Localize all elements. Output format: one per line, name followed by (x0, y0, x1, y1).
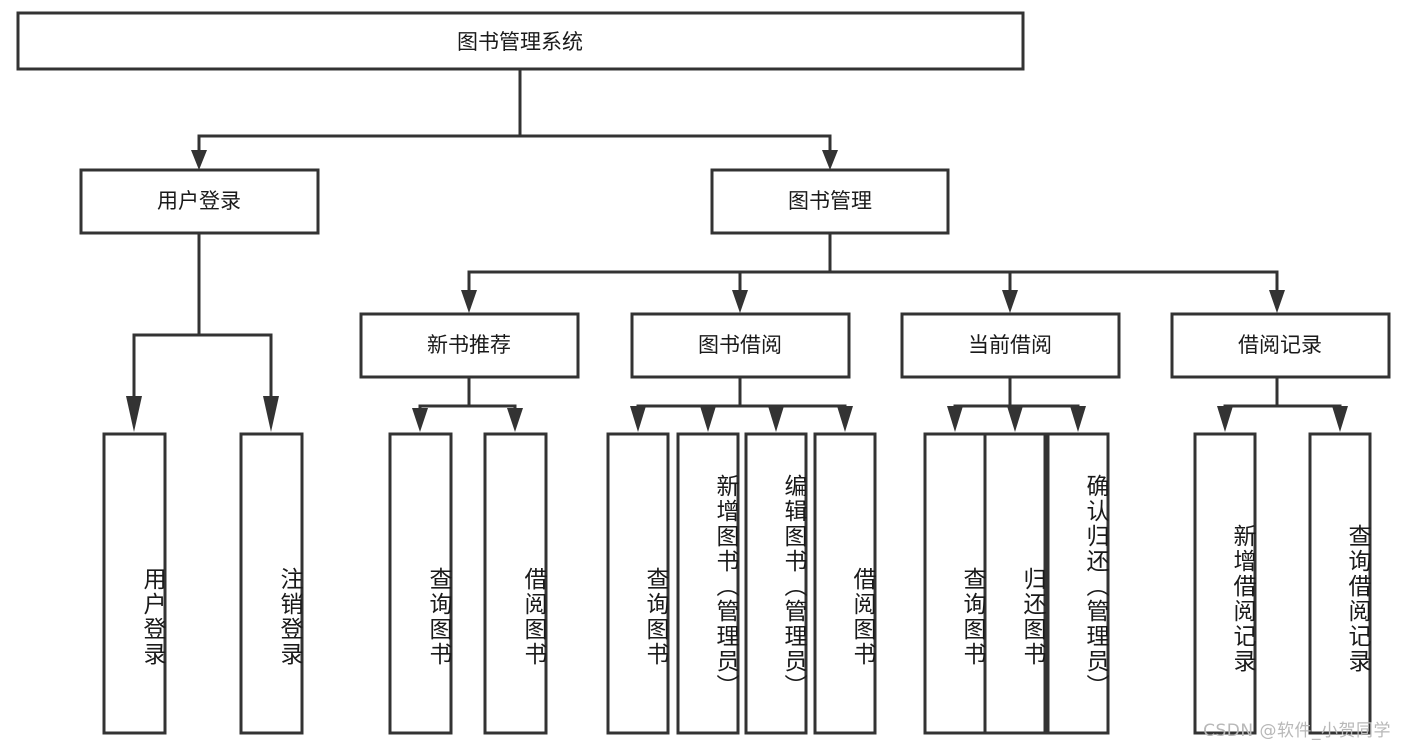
node-user-login[interactable]: 用户登录 (79, 168, 320, 235)
leaf-return-book-box[interactable] (983, 432, 1047, 735)
arrow-head-query-book-3 (947, 406, 963, 432)
arrow-head-leaf-user-login (126, 396, 142, 432)
leaf-query-book-3-box[interactable] (923, 432, 987, 735)
leaf-user-login-box[interactable] (102, 432, 167, 735)
arrow-head-book-manage (822, 150, 838, 170)
leaf-query-book-1-box[interactable] (388, 432, 453, 735)
node-user-login-box[interactable] (79, 168, 320, 235)
arrow-head-confirm-return (1070, 406, 1086, 432)
node-borrow-record-label: 借阅记录 (1238, 333, 1322, 357)
node-new-book-rec-box[interactable] (359, 312, 580, 379)
arrow-head-query-record (1332, 406, 1348, 432)
arrow-head-add-record (1217, 406, 1233, 432)
node-user-login-label: 用户登录 (157, 189, 241, 213)
node-new-book-rec[interactable]: 新书推荐 (359, 312, 580, 379)
arrow-head-edit-book (768, 406, 784, 432)
node-borrow-record[interactable]: 借阅记录 (1170, 312, 1391, 379)
arrow-head-new-book-rec (461, 290, 477, 313)
node-root-label: 图书管理系统 (457, 30, 583, 54)
node-new-book-rec-label: 新书推荐 (427, 333, 511, 357)
leaf-query-record-box[interactable] (1308, 432, 1372, 735)
node-current-borrow[interactable]: 当前借阅 (900, 312, 1121, 379)
arrow-head-add-book (700, 406, 716, 432)
arrow-head-borrow-book-1 (507, 408, 523, 432)
leaf-add-book-box[interactable] (676, 432, 740, 735)
leaf-borrow-book-1-box[interactable] (483, 432, 548, 735)
node-borrow-record-box[interactable] (1170, 312, 1391, 379)
connector-group (126, 67, 1348, 432)
arrow-head-current-borrow (1002, 290, 1018, 313)
arrow-head-user-login (191, 150, 207, 170)
leaf-query-book-2-box[interactable] (606, 432, 670, 735)
csdn-watermark: CSDN @软件_小贺同学 (1203, 721, 1391, 741)
node-root-box[interactable] (16, 11, 1025, 71)
leaf-confirm-return-box[interactable] (1046, 432, 1110, 735)
node-root[interactable]: 图书管理系统 (16, 11, 1025, 71)
leaf-box-group (102, 432, 1372, 735)
node-book-manage[interactable]: 图书管理 (710, 168, 950, 235)
arrow-head-borrow-record (1269, 290, 1285, 313)
arrow-head-query-book-1 (412, 408, 428, 432)
node-current-borrow-label: 当前借阅 (968, 333, 1052, 357)
arrow-head-return-book (1007, 406, 1023, 432)
node-book-manage-box[interactable] (710, 168, 950, 235)
node-book-borrow-label: 图书借阅 (698, 333, 782, 357)
arrow-head-leaf-logout (263, 396, 279, 432)
node-current-borrow-box[interactable] (900, 312, 1121, 379)
node-book-borrow[interactable]: 图书借阅 (630, 312, 851, 379)
node-book-manage-label: 图书管理 (788, 189, 872, 213)
leaf-logout-box[interactable] (239, 432, 304, 735)
leaf-borrow-book-2-box[interactable] (813, 432, 877, 735)
arrow-head-query-book-2 (630, 406, 646, 432)
node-book-borrow-box[interactable] (630, 312, 851, 379)
arrow-head-book-borrow (732, 290, 748, 313)
arrow-head-borrow-book-2 (837, 406, 853, 432)
leaf-edit-book-box[interactable] (744, 432, 808, 735)
leaf-add-record-box[interactable] (1193, 432, 1257, 735)
